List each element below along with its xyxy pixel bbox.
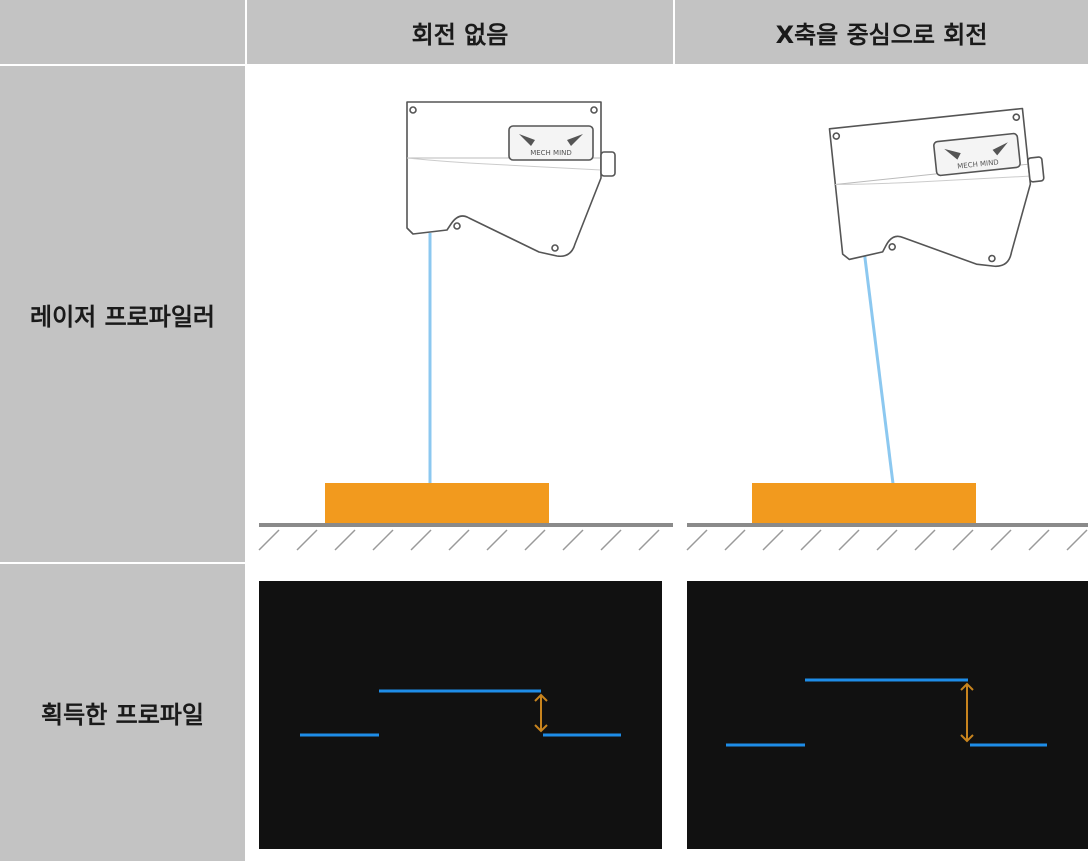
header-x-rotation: X축을 중심으로 회전 xyxy=(675,0,1088,64)
device-logo-text: MECH MIND xyxy=(530,149,572,157)
laser-profiler-x-rotation-illustration: MECH MIND xyxy=(675,66,1088,562)
row-label-laser-profiler: 레이저 프로파일러 xyxy=(0,66,245,562)
ground-hatching xyxy=(686,529,1088,551)
target-object xyxy=(325,483,549,525)
acquired-profile-no-rotation xyxy=(247,564,673,861)
profile-display-background xyxy=(687,581,1088,849)
target-object xyxy=(752,483,976,525)
laser-profiler-device: MECH MIND xyxy=(828,107,1045,268)
height-arrow xyxy=(534,693,548,733)
row-label-acquired-profile: 획득한 프로파일 xyxy=(0,564,245,861)
header-no-rotation: 회전 없음 xyxy=(247,0,673,64)
laser-beam xyxy=(861,241,900,525)
height-arrow xyxy=(960,682,974,743)
ground-hatching xyxy=(258,529,660,551)
acquired-profile-x-rotation xyxy=(675,564,1088,861)
header-corner xyxy=(0,0,245,64)
profile-display-background xyxy=(259,581,662,849)
laser-profiler-no-rotation-illustration: MECH MIND xyxy=(247,66,673,562)
laser-profiler-device xyxy=(406,101,616,258)
